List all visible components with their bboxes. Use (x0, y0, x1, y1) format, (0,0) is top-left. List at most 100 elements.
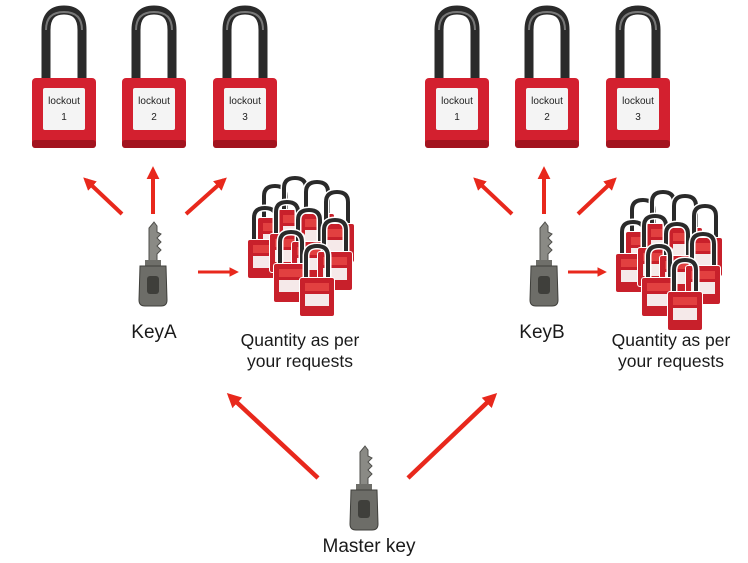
shackle-highlight (619, 10, 657, 31)
padlock-label (617, 88, 659, 130)
shackle-highlight (226, 10, 264, 31)
key-a-quantity-line1: Quantity as per (240, 330, 360, 350)
key-b-label: KeyB (519, 322, 565, 343)
small-shackle (646, 243, 672, 280)
small-padlock-tag (643, 253, 667, 261)
padlock-base (515, 140, 579, 148)
padlock-label (526, 88, 568, 130)
padlock-number: 2 (544, 112, 550, 123)
small-padlock-label (279, 280, 303, 292)
key-shoulder (536, 260, 552, 266)
key-b-icon (529, 221, 559, 307)
small-shackle (278, 229, 304, 266)
shackle-highlight (528, 10, 566, 31)
small-padlock-tag (279, 269, 303, 277)
key-b-quantity-label: Quantity as per your requests (594, 330, 748, 372)
key-hole (538, 276, 550, 294)
padlock-number: 2 (151, 112, 157, 123)
small-shackle (690, 231, 716, 268)
key-b-padlock-1: lockout 1 (425, 5, 489, 148)
padlock-label (224, 88, 266, 130)
master-key-label: Master key (322, 536, 416, 557)
shackle (434, 5, 480, 80)
small-shackle (642, 213, 668, 250)
padlock-word: lockout (531, 96, 563, 107)
small-padlock-tag (691, 271, 715, 279)
key-b-quantity-line1: Quantity as per (611, 330, 731, 350)
padlock-number: 3 (242, 112, 248, 123)
key-shoulder (356, 484, 372, 490)
key-blade (359, 445, 373, 487)
shackle (222, 5, 268, 80)
padlock-word: lockout (229, 96, 261, 107)
padlock-base (213, 140, 277, 148)
small-padlock-tag (673, 297, 697, 305)
master-key-icon (349, 445, 379, 531)
padlock-base (32, 140, 96, 148)
arrow-key-b-to-lock-3 (576, 177, 617, 216)
key-shoulder (145, 260, 161, 266)
small-shackle (672, 257, 698, 294)
padlock-word: lockout (441, 96, 473, 107)
padlock-base (122, 140, 186, 148)
padlock-word: lockout (622, 96, 654, 107)
shackle-highlight (135, 10, 173, 31)
small-padlock-tag (647, 283, 671, 291)
padlock-number: 3 (635, 112, 641, 123)
key-a-label: KeyA (131, 322, 177, 343)
key-b-padlock-cluster (615, 188, 723, 331)
small-padlock-tag (275, 239, 299, 247)
key-b-quantity-line2: your requests (617, 351, 725, 371)
key-a-padlock-3: lockout 3 (213, 5, 277, 148)
small-padlock-tag (693, 243, 717, 251)
small-shackle (672, 193, 698, 230)
shackle-highlight (438, 10, 476, 31)
padlock-base (606, 140, 670, 148)
arrow-key-a-to-lock-1 (83, 177, 124, 216)
small-padlock-tag (253, 245, 277, 253)
key-a-icon (138, 221, 168, 307)
small-padlock (299, 242, 335, 317)
shackle (41, 5, 87, 80)
small-padlock-tag (305, 283, 329, 291)
key-a-quantity-label: Quantity as per your requests (220, 330, 380, 372)
small-shackle (304, 243, 330, 280)
arrow-key-b-to-lock-1 (473, 177, 514, 216)
small-shackle (322, 217, 348, 254)
small-padlock-label (673, 308, 697, 320)
small-shackle (296, 207, 322, 244)
arrow-master-to-key-b (406, 393, 498, 480)
key-blade (539, 221, 553, 263)
key-b-padlock-3: lockout 3 (606, 5, 670, 148)
small-padlock-tag (621, 259, 645, 267)
padlock-number: 1 (454, 112, 460, 123)
small-padlock-tag (325, 229, 349, 237)
shackle-highlight (45, 10, 83, 31)
small-padlock-label (305, 294, 329, 306)
arrow-key-a-to-lock-3 (184, 177, 227, 216)
key-a-padlock-cluster (247, 174, 355, 317)
arrow-master-to-key-a (226, 393, 320, 480)
small-padlock (667, 256, 703, 331)
shackle (131, 5, 177, 80)
key-b-padlock-2: lockout 2 (515, 5, 579, 148)
small-shackle (324, 189, 350, 226)
padlock-word: lockout (48, 96, 80, 107)
small-shackle (692, 203, 718, 240)
small-padlock-tag (323, 257, 347, 265)
shackle (524, 5, 570, 80)
key-hole (358, 500, 370, 518)
small-shackle (274, 199, 300, 236)
padlock-label (43, 88, 85, 130)
key-a-quantity-line2: your requests (246, 351, 354, 371)
key-blade (148, 221, 162, 263)
padlock-number: 1 (61, 112, 67, 123)
shackle (615, 5, 661, 80)
padlock-label (133, 88, 175, 130)
key-a-padlock-1: lockout 1 (32, 5, 96, 148)
small-padlock-label (647, 294, 671, 306)
padlock-word: lockout (138, 96, 170, 107)
key-a-padlock-2: lockout 2 (122, 5, 186, 148)
small-shackle (664, 221, 690, 258)
